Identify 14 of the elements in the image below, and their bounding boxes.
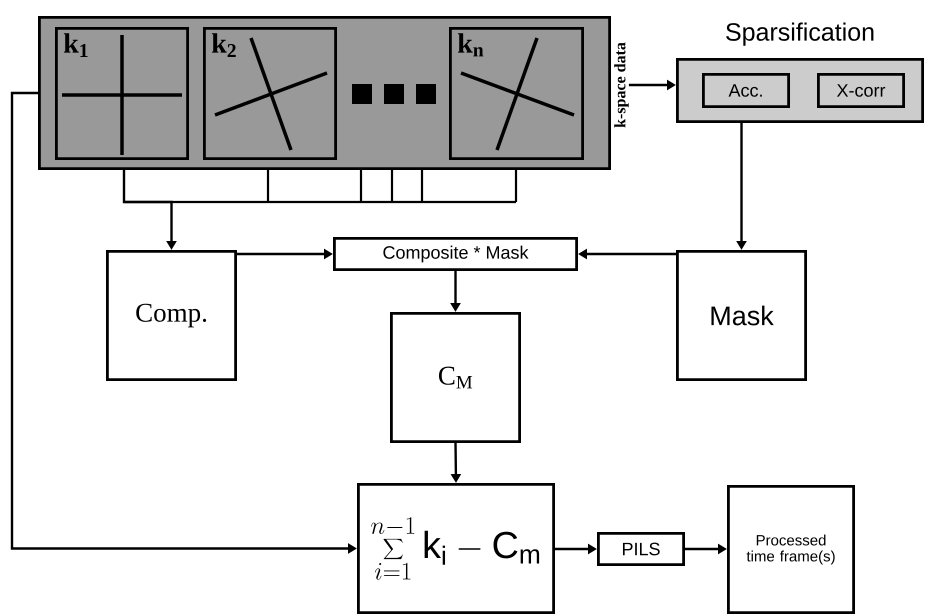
k-space-panel: k$_{n}$	[449, 27, 584, 160]
node-label: Sparsification	[726, 22, 874, 46]
process-box: Mask	[676, 250, 807, 381]
k-space-panel: k$_{1}$	[55, 27, 189, 160]
process-box: C$_{M}$	[390, 312, 521, 443]
side-label: k-space data	[614, 42, 629, 128]
process-box: Comp.	[106, 250, 237, 381]
process-box: Composite * Mask	[333, 237, 578, 271]
output-box: Processed time frame(s)	[727, 485, 855, 614]
process-box: Acc.	[702, 73, 790, 108]
formula-box: $\sum_{i = 1}^{n-1} \mathrm{k_{i}} - \mathrm{C_{m}}$	[357, 483, 555, 614]
k-space-panel: k$_{2}$	[203, 27, 337, 160]
process-box: PILS	[597, 532, 685, 566]
process-box: X-corr	[817, 73, 905, 108]
